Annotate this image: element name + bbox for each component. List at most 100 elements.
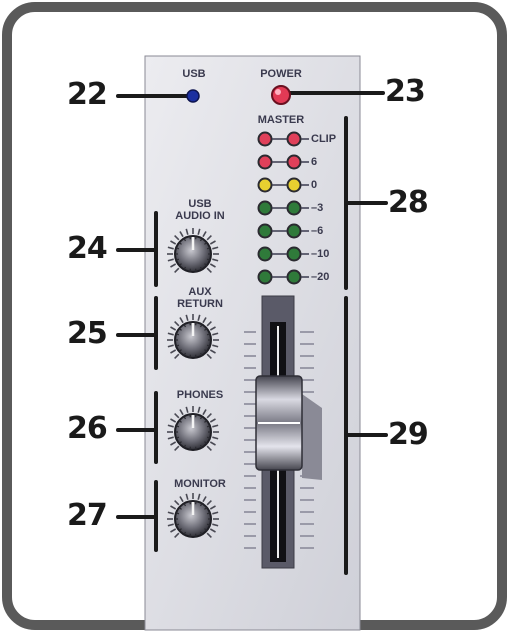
knob-scale-tick bbox=[167, 246, 174, 250]
knob-scale-tick bbox=[197, 314, 201, 321]
knob-knurl bbox=[199, 352, 203, 356]
knob-knurl bbox=[189, 268, 191, 272]
knob-knurl bbox=[189, 354, 191, 358]
knob-scale-tick bbox=[212, 523, 219, 527]
knob-scale-tick bbox=[209, 263, 216, 268]
callout-28: 28 bbox=[388, 185, 429, 220]
meter-level-label: 6 bbox=[311, 156, 318, 168]
fader-cap-shadow bbox=[302, 394, 322, 480]
knob-knurl bbox=[204, 419, 208, 423]
knob-scale-tick bbox=[212, 424, 219, 428]
meter-led-left bbox=[257, 223, 273, 239]
knob-knurl bbox=[204, 327, 208, 331]
knob-knurl bbox=[183, 266, 187, 270]
knob-knurl bbox=[206, 344, 211, 347]
callout-27: 27 bbox=[67, 498, 108, 533]
knob-knurl bbox=[199, 324, 203, 328]
meter-level-label: 0 bbox=[311, 179, 318, 191]
knob-scale-tick bbox=[167, 332, 174, 336]
knob-knurl bbox=[204, 349, 208, 353]
knob-knurl bbox=[206, 247, 211, 250]
knob-knurl bbox=[195, 236, 197, 240]
knob-knurl bbox=[178, 349, 182, 353]
phones-label: PHONES bbox=[176, 389, 224, 401]
meter-led-left bbox=[257, 131, 273, 147]
knob-knurl bbox=[195, 268, 197, 272]
power-led-highlight bbox=[275, 89, 281, 95]
knob-knurl bbox=[199, 238, 203, 242]
knob-knurl bbox=[183, 503, 187, 507]
knob-knurl bbox=[183, 416, 187, 420]
knob-scale-tick bbox=[174, 532, 180, 538]
knob-knurl bbox=[189, 533, 191, 537]
knob-scale-tick bbox=[170, 441, 177, 446]
knob-knurl bbox=[178, 419, 182, 423]
knob-scale-tick bbox=[206, 532, 212, 538]
aux-return-label-line2: RETURN bbox=[177, 298, 223, 310]
monitor-knob[interactable] bbox=[167, 493, 219, 538]
knob-scale-tick bbox=[174, 413, 180, 419]
knob-knurl bbox=[195, 414, 197, 418]
knob-knurl bbox=[189, 322, 191, 326]
knob-scale-tick bbox=[167, 344, 174, 348]
knob-knurl bbox=[183, 531, 187, 535]
meter-led-right bbox=[286, 177, 302, 193]
knob-scale-tick bbox=[174, 235, 180, 241]
knob-scale-tick bbox=[212, 246, 219, 250]
knob-knurl bbox=[189, 501, 191, 505]
callout-29: 29 bbox=[388, 417, 429, 452]
knob-scale-tick bbox=[206, 353, 212, 359]
knob-knurl bbox=[204, 441, 208, 445]
knob-scale-tick bbox=[212, 344, 219, 348]
knob-knurl bbox=[206, 436, 211, 439]
knob-knurl bbox=[206, 258, 211, 261]
meter-led-left bbox=[257, 177, 273, 193]
phones-knob[interactable] bbox=[167, 406, 219, 451]
meter-level-label: –10 bbox=[311, 248, 330, 260]
callout-25: 25 bbox=[67, 316, 108, 351]
knob-knurl bbox=[175, 247, 180, 250]
knob-knurl bbox=[195, 322, 197, 326]
knob-scale-tick bbox=[174, 353, 180, 359]
knob-knurl bbox=[195, 501, 197, 505]
knob-scale-tick bbox=[212, 332, 219, 336]
meter-led-left bbox=[257, 154, 273, 170]
knob-scale-tick bbox=[174, 445, 180, 451]
knob-scale-tick bbox=[206, 413, 212, 419]
level-meter-leds bbox=[257, 131, 309, 285]
knob-scale-tick bbox=[202, 317, 207, 324]
knob-scale-tick bbox=[179, 231, 184, 238]
aux-return-knob[interactable] bbox=[167, 314, 219, 359]
knob-knurl bbox=[206, 512, 211, 515]
knob-scale-tick bbox=[174, 267, 180, 273]
knob-knurl bbox=[199, 503, 203, 507]
knob-scale-tick bbox=[212, 511, 219, 515]
meter-led-right bbox=[286, 223, 302, 239]
knobs-group bbox=[167, 228, 219, 538]
knob-scale-tick bbox=[179, 496, 184, 503]
meter-level-label: CLIP bbox=[311, 133, 337, 145]
knob-knurl bbox=[206, 333, 211, 336]
knob-knurl bbox=[175, 425, 180, 428]
knob-scale-tick bbox=[212, 258, 219, 262]
knob-knurl bbox=[195, 446, 197, 450]
usb-label: USB bbox=[182, 68, 206, 80]
knob-scale-tick bbox=[167, 258, 174, 262]
knob-scale-tick bbox=[202, 231, 207, 238]
knob-scale-tick bbox=[167, 511, 174, 515]
knob-knurl bbox=[199, 531, 203, 535]
meter-level-label: –3 bbox=[311, 202, 324, 214]
knob-knurl bbox=[175, 512, 180, 515]
aux-return-label-line1: AUX bbox=[188, 286, 212, 298]
knob-scale-tick bbox=[174, 500, 180, 506]
knob-knurl bbox=[189, 236, 191, 240]
knob-scale-tick bbox=[170, 240, 177, 245]
knob-scale-tick bbox=[174, 321, 180, 327]
knob-scale-tick bbox=[206, 267, 212, 273]
usb-audio-in-knob[interactable] bbox=[167, 228, 219, 273]
knob-scale-tick bbox=[185, 228, 189, 235]
knob-scale-tick bbox=[167, 424, 174, 428]
knob-scale-tick bbox=[185, 314, 189, 321]
